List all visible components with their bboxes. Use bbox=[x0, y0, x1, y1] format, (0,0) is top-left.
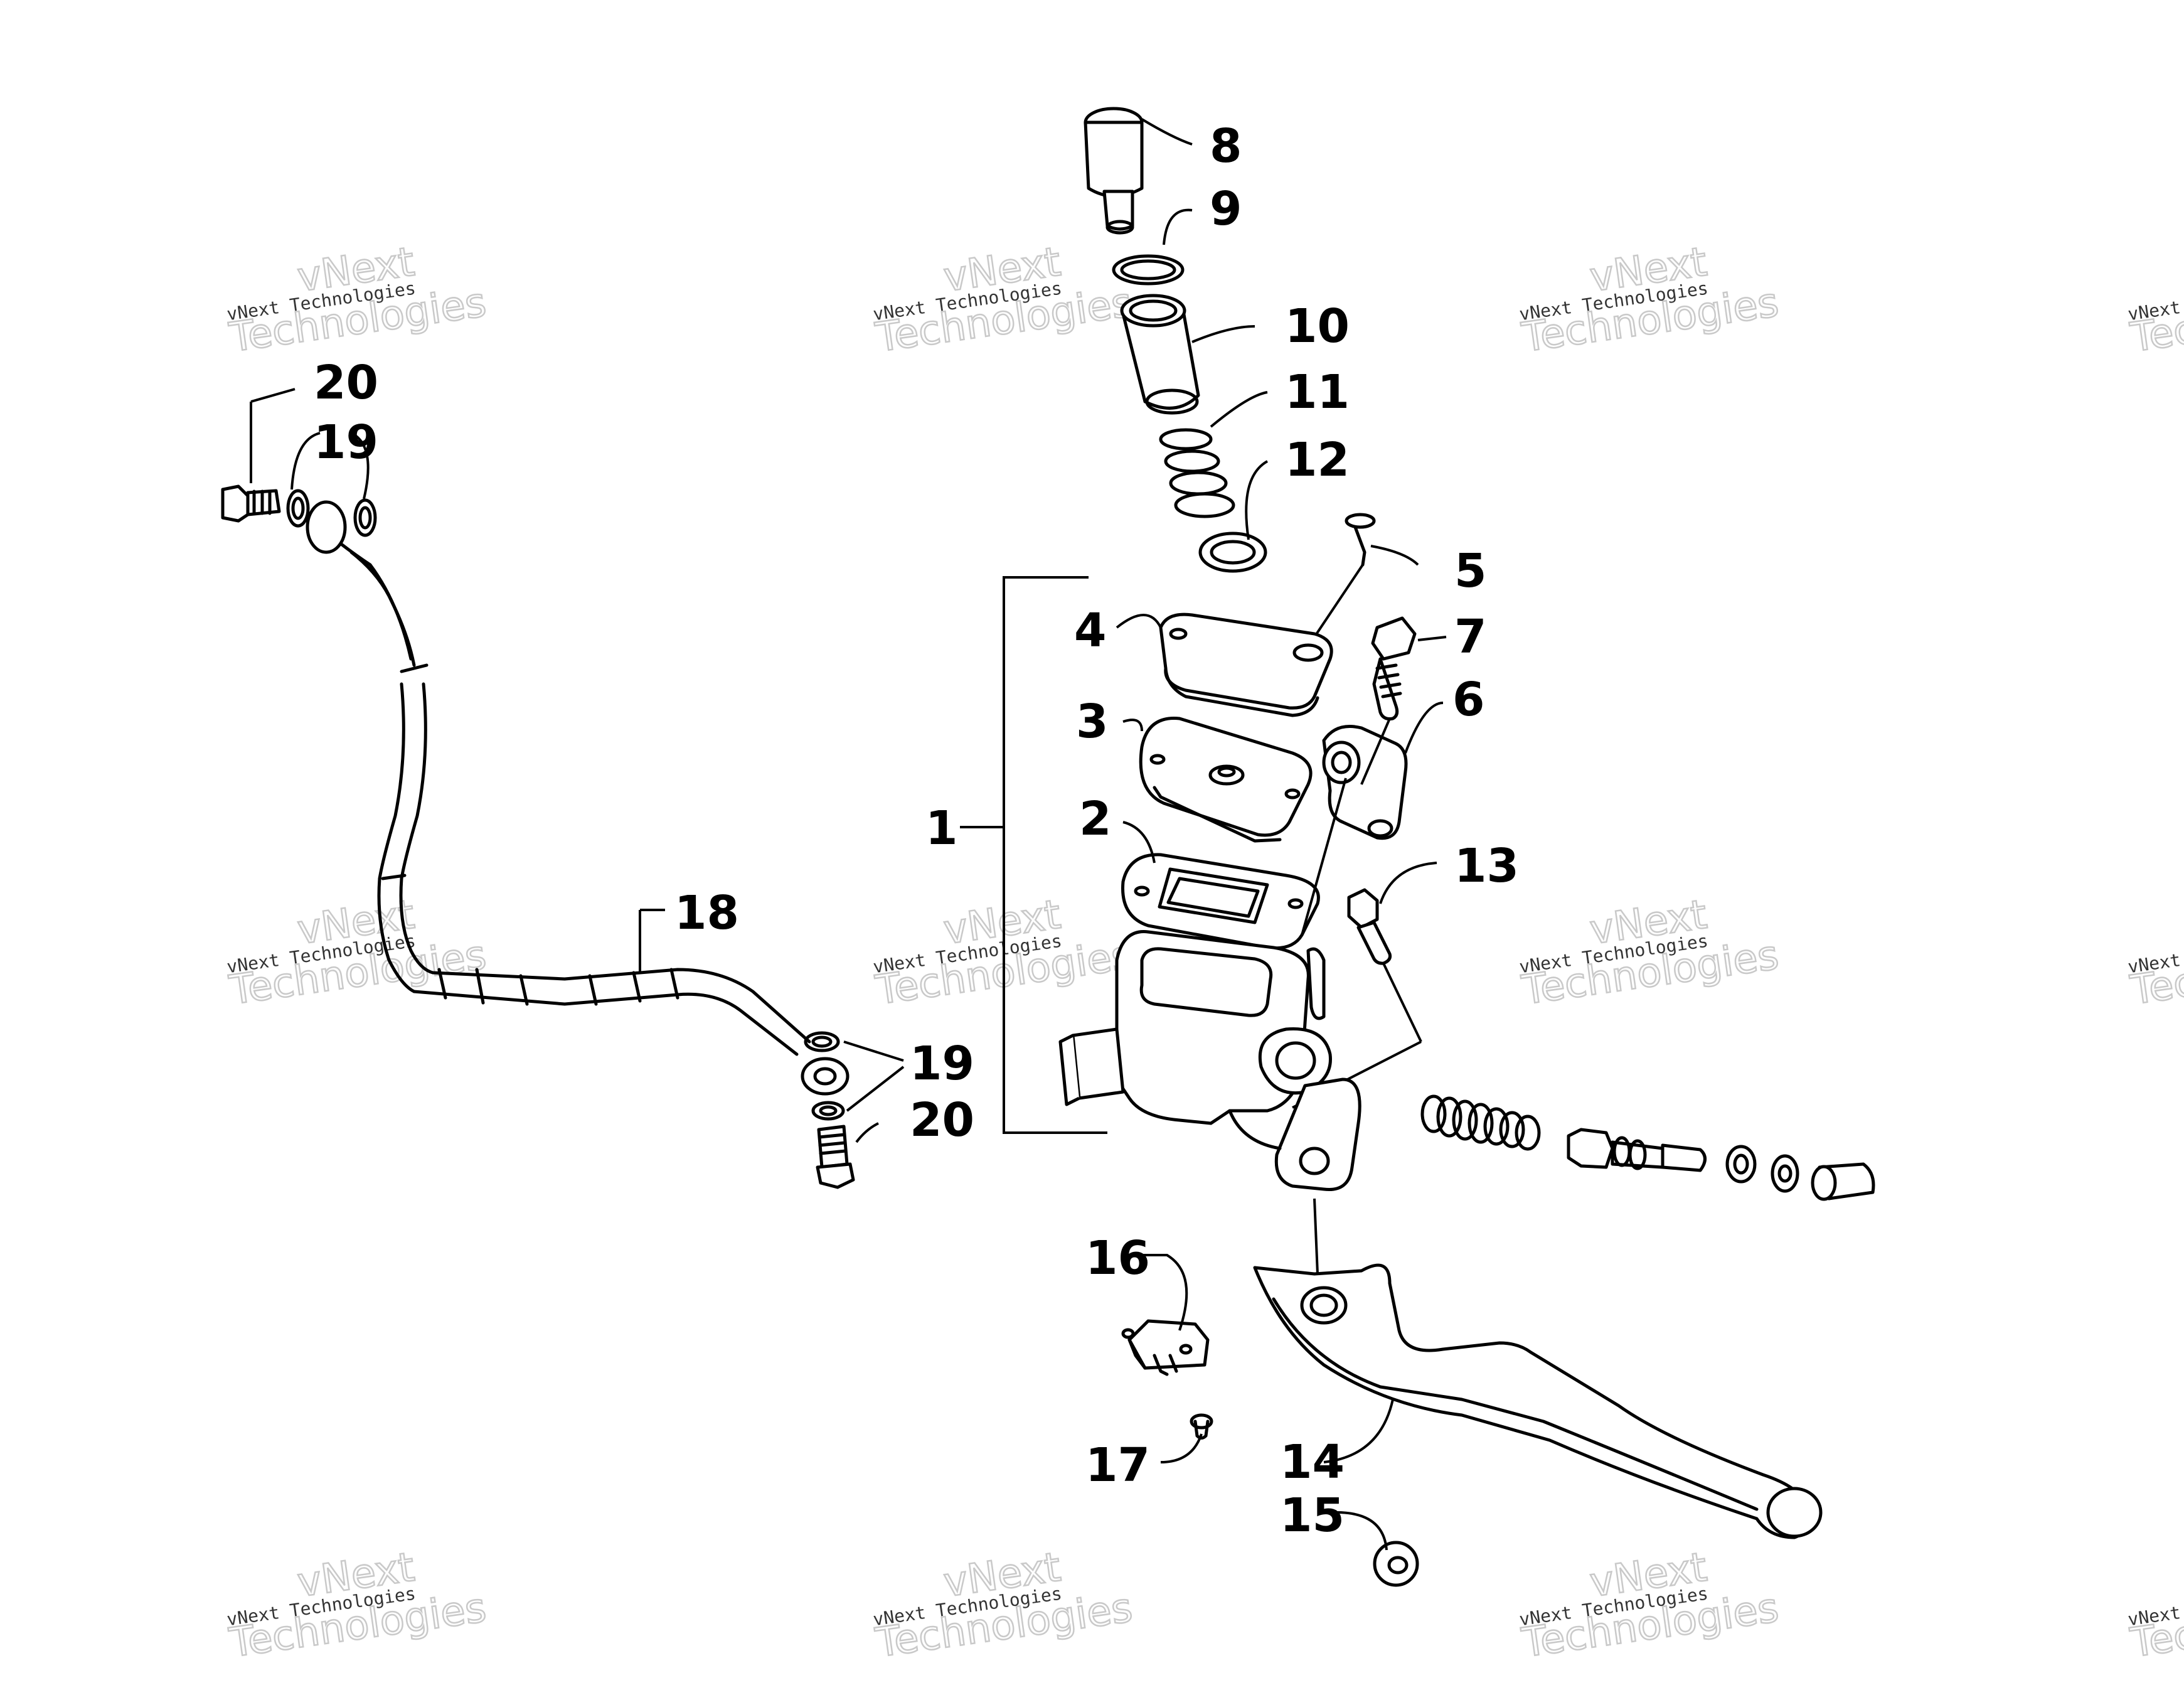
callout-4: 4 bbox=[1074, 604, 1107, 658]
callout-3: 3 bbox=[1076, 695, 1109, 749]
callout-19-lower: 19 bbox=[910, 1037, 974, 1091]
callout-10: 10 bbox=[1285, 299, 1350, 353]
part-12-washer bbox=[1198, 532, 1267, 573]
callout-9: 9 bbox=[1210, 182, 1242, 236]
watermark: Technologies vNext Technologies vNext bbox=[225, 1543, 489, 1667]
watermark: Technologies vNext Technologies bbox=[2126, 278, 2184, 363]
callout-2: 2 bbox=[1079, 792, 1112, 846]
watermark: Technologies vNext Technologies vNext bbox=[1518, 890, 1782, 1015]
part-16-switch bbox=[1121, 1319, 1210, 1376]
part-19-washer-lower-b bbox=[811, 1101, 845, 1121]
watermark: Technologies vNext Technologies bbox=[2126, 1583, 2184, 1668]
assembly-bracket bbox=[960, 576, 1107, 1134]
callout-14: 14 bbox=[1280, 1435, 1345, 1489]
callout-5: 5 bbox=[1454, 544, 1487, 598]
part-8-plunger bbox=[1084, 107, 1144, 235]
callout-18: 18 bbox=[674, 886, 739, 940]
part-19-washer-lower-a bbox=[804, 1031, 840, 1052]
callout-15: 15 bbox=[1280, 1489, 1345, 1543]
callout-13: 13 bbox=[1454, 839, 1519, 893]
watermark: Technologies vNext Technologies vNext bbox=[225, 238, 489, 362]
callout-11: 11 bbox=[1285, 365, 1350, 419]
part-5-screw bbox=[1307, 513, 1376, 648]
part-11-spring bbox=[1159, 428, 1235, 518]
part-17-screw bbox=[1190, 1413, 1213, 1440]
callout-leaders bbox=[1116, 118, 1447, 1551]
callout-20-upper: 20 bbox=[314, 356, 378, 410]
watermark: Technologies vNext Technologies bbox=[2126, 931, 2184, 1015]
internal-boot bbox=[1811, 1162, 1875, 1201]
watermark: Technologies vNext Technologies vNext bbox=[1518, 1543, 1782, 1667]
part-3-plate bbox=[1139, 717, 1313, 843]
watermark: Technologies vNext Technologies vNext bbox=[871, 1543, 1136, 1667]
part-4-cover bbox=[1159, 612, 1333, 717]
part-1-master-cylinder bbox=[1058, 778, 1361, 1275]
part-2-gasket bbox=[1121, 853, 1320, 950]
part-10-piston bbox=[1120, 294, 1200, 415]
part-9-snap-ring bbox=[1112, 254, 1185, 286]
internal-piston bbox=[1567, 1128, 1707, 1172]
part-20-banjo-bolt-lower bbox=[816, 1125, 855, 1189]
callout-8: 8 bbox=[1210, 119, 1242, 173]
part-20-banjo-bolt-upper bbox=[221, 388, 296, 523]
part-6-clamp bbox=[1322, 725, 1408, 840]
part-15-bushing bbox=[1373, 1541, 1419, 1587]
callout-7: 7 bbox=[1454, 610, 1487, 664]
part-19-leader-lower bbox=[843, 1040, 905, 1143]
svg-text:vNext Technologies: vNext Technologies bbox=[2126, 1583, 2184, 1630]
callout-17: 17 bbox=[1085, 1438, 1150, 1492]
part-18-hose bbox=[306, 500, 850, 1096]
internal-circlip bbox=[1771, 1154, 1799, 1193]
watermark: Technologies vNext Technologies vNext bbox=[871, 238, 1136, 362]
watermark: Technologies vNext Technologies vNext bbox=[871, 890, 1136, 1015]
part-19-leader-upper bbox=[290, 432, 370, 500]
part-14-lever bbox=[1253, 1263, 1823, 1539]
internal-spring bbox=[1420, 1094, 1541, 1151]
callout-1: 1 bbox=[925, 801, 958, 855]
callout-20-lower: 20 bbox=[910, 1093, 974, 1147]
part-7-bolt bbox=[1360, 616, 1417, 785]
callout-19-upper: 19 bbox=[314, 415, 378, 469]
part-19-washer-upper-b bbox=[353, 498, 377, 537]
svg-text:vNext Technologies: vNext Technologies bbox=[2126, 931, 2184, 978]
part-13-bleeder bbox=[1292, 888, 1422, 1109]
callout-6: 6 bbox=[1452, 673, 1485, 727]
part-19-washer-upper-a bbox=[286, 489, 310, 528]
callout-16: 16 bbox=[1085, 1231, 1150, 1285]
watermark: Technologies vNext Technologies vNext bbox=[1518, 238, 1782, 362]
svg-text:vNext Technologies: vNext Technologies bbox=[2126, 278, 2184, 325]
callout-12: 12 bbox=[1285, 433, 1350, 487]
callout-labels: 1 2 3 4 5 6 7 8 9 10 11 12 13 14 15 16 1… bbox=[314, 119, 1519, 1543]
internal-seal bbox=[1725, 1145, 1757, 1184]
